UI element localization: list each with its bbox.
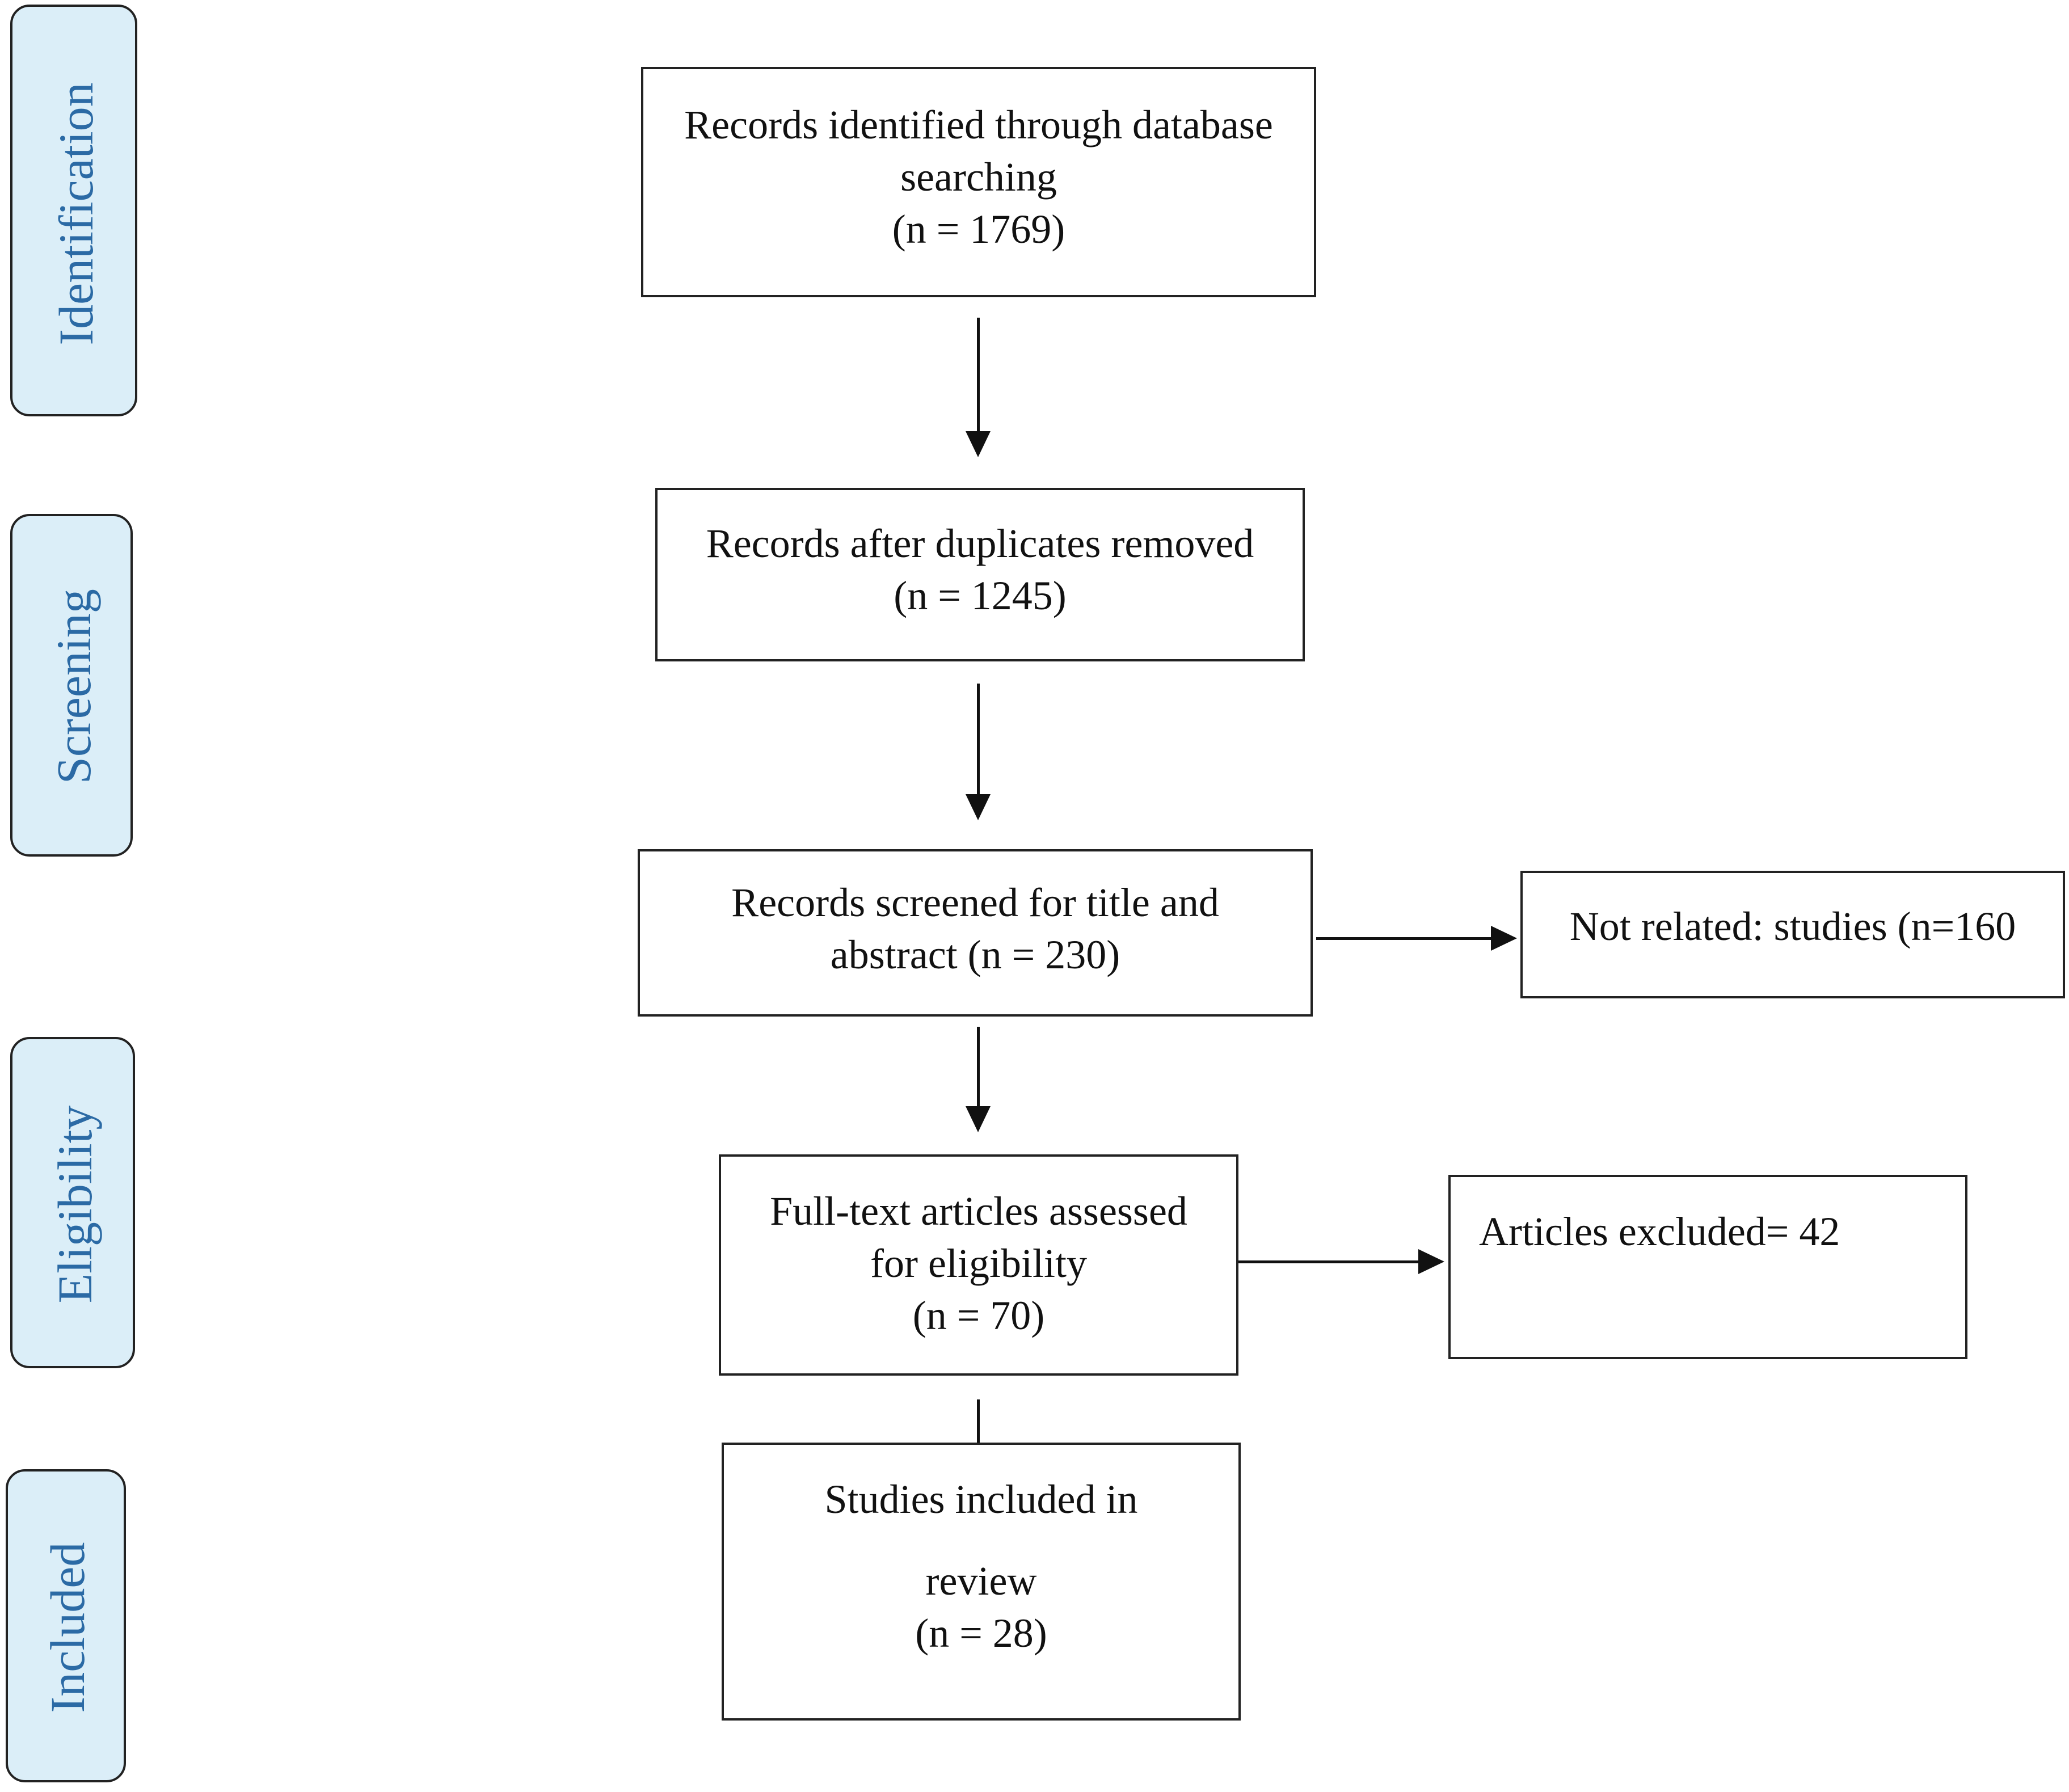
connector-full-text-to-included (977, 1399, 980, 1443)
box-records-screened: Records screened for title and abstract … (638, 849, 1313, 1017)
box-studies-included-line3: (n = 28) (915, 1610, 1047, 1656)
arrow-screened-to-full-text-head (966, 1106, 991, 1132)
arrow-screened-to-full-text-shaft (977, 1027, 980, 1118)
box-full-text-articles-line1: Full-text articles assessed (770, 1188, 1187, 1234)
box-articles-excluded: Articles excluded= 42 (1448, 1175, 1967, 1359)
box-records-identified-line3: (n = 1769) (892, 206, 1065, 252)
phase-eligibility: Eligibility (10, 1037, 135, 1368)
box-not-related-line1: Not related: studies (n=160 (1569, 904, 2016, 949)
box-records-identified: Records identified through database sear… (641, 67, 1316, 297)
box-studies-included: Studies included in review (n = 28) (722, 1443, 1241, 1721)
arrow-identified-to-duplicates-shaft (977, 318, 980, 442)
arrow-full-text-to-excluded-shaft (1238, 1260, 1426, 1263)
box-records-after-duplicates: Records after duplicates removed (n = 12… (655, 488, 1305, 661)
arrow-screened-to-not-related-shaft (1316, 937, 1501, 940)
arrow-screened-to-not-related-head (1491, 926, 1517, 951)
phase-screening-label: Screening (47, 589, 101, 784)
box-full-text-articles: Full-text articles assessed for eligibil… (719, 1154, 1238, 1376)
box-studies-included-line1: Studies included in (824, 1477, 1138, 1522)
arrow-duplicates-to-screened-head (966, 794, 991, 820)
box-articles-excluded-line1: Articles excluded= 42 (1479, 1209, 1840, 1254)
box-records-identified-line2: searching (900, 154, 1057, 200)
phase-identification-label: Identification (49, 82, 103, 345)
arrow-full-text-to-excluded-head (1418, 1249, 1444, 1274)
box-not-related: Not related: studies (n=160 (1520, 871, 2065, 998)
box-records-screened-line2: abstract (n = 230) (830, 932, 1120, 977)
box-full-text-articles-line2: for eligibility (870, 1241, 1087, 1286)
arrow-duplicates-to-screened-shaft (977, 684, 980, 806)
box-full-text-articles-line3: (n = 70) (912, 1293, 1045, 1338)
phase-identification: Identification (10, 5, 137, 416)
phase-included: Included (6, 1469, 126, 1782)
phase-screening: Screening (10, 514, 133, 857)
box-records-after-duplicates-line2: (n = 1245) (894, 573, 1067, 618)
phase-eligibility-label: Eligibility (48, 1105, 102, 1304)
box-records-screened-line1: Records screened for title and (731, 880, 1219, 925)
arrow-identified-to-duplicates-head (966, 431, 991, 457)
box-studies-included-line2: review (925, 1558, 1037, 1604)
phase-included-label: Included (40, 1542, 95, 1713)
box-records-after-duplicates-line1: Records after duplicates removed (706, 521, 1254, 566)
box-records-identified-line1: Records identified through database (684, 102, 1273, 147)
